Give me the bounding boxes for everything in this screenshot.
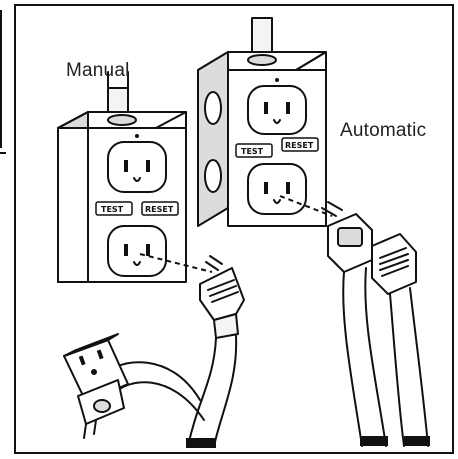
diagram-frame <box>14 4 454 454</box>
manual-label: Manual <box>66 60 130 81</box>
manual-plug <box>199 255 245 339</box>
automatic-test-button-label: TEST <box>241 147 264 156</box>
manual-outlet-box: TEST RESET <box>57 111 187 283</box>
automatic-plug-guide <box>279 195 333 217</box>
automatic-label: Automatic <box>340 120 427 141</box>
automatic-plug <box>321 201 417 295</box>
left-edge-line <box>0 10 2 148</box>
automatic-cord <box>342 267 430 447</box>
automatic-reset-button-label: RESET <box>285 141 314 150</box>
manual-cord-connector <box>63 333 129 439</box>
manual-reset-button-label: RESET <box>145 205 174 214</box>
manual-cord <box>107 335 238 448</box>
automatic-outlet-box: TEST RESET <box>197 51 327 227</box>
manual-plug-guide <box>139 253 213 273</box>
manual-test-button-label: TEST <box>101 205 124 214</box>
left-edge-tick <box>0 152 6 154</box>
